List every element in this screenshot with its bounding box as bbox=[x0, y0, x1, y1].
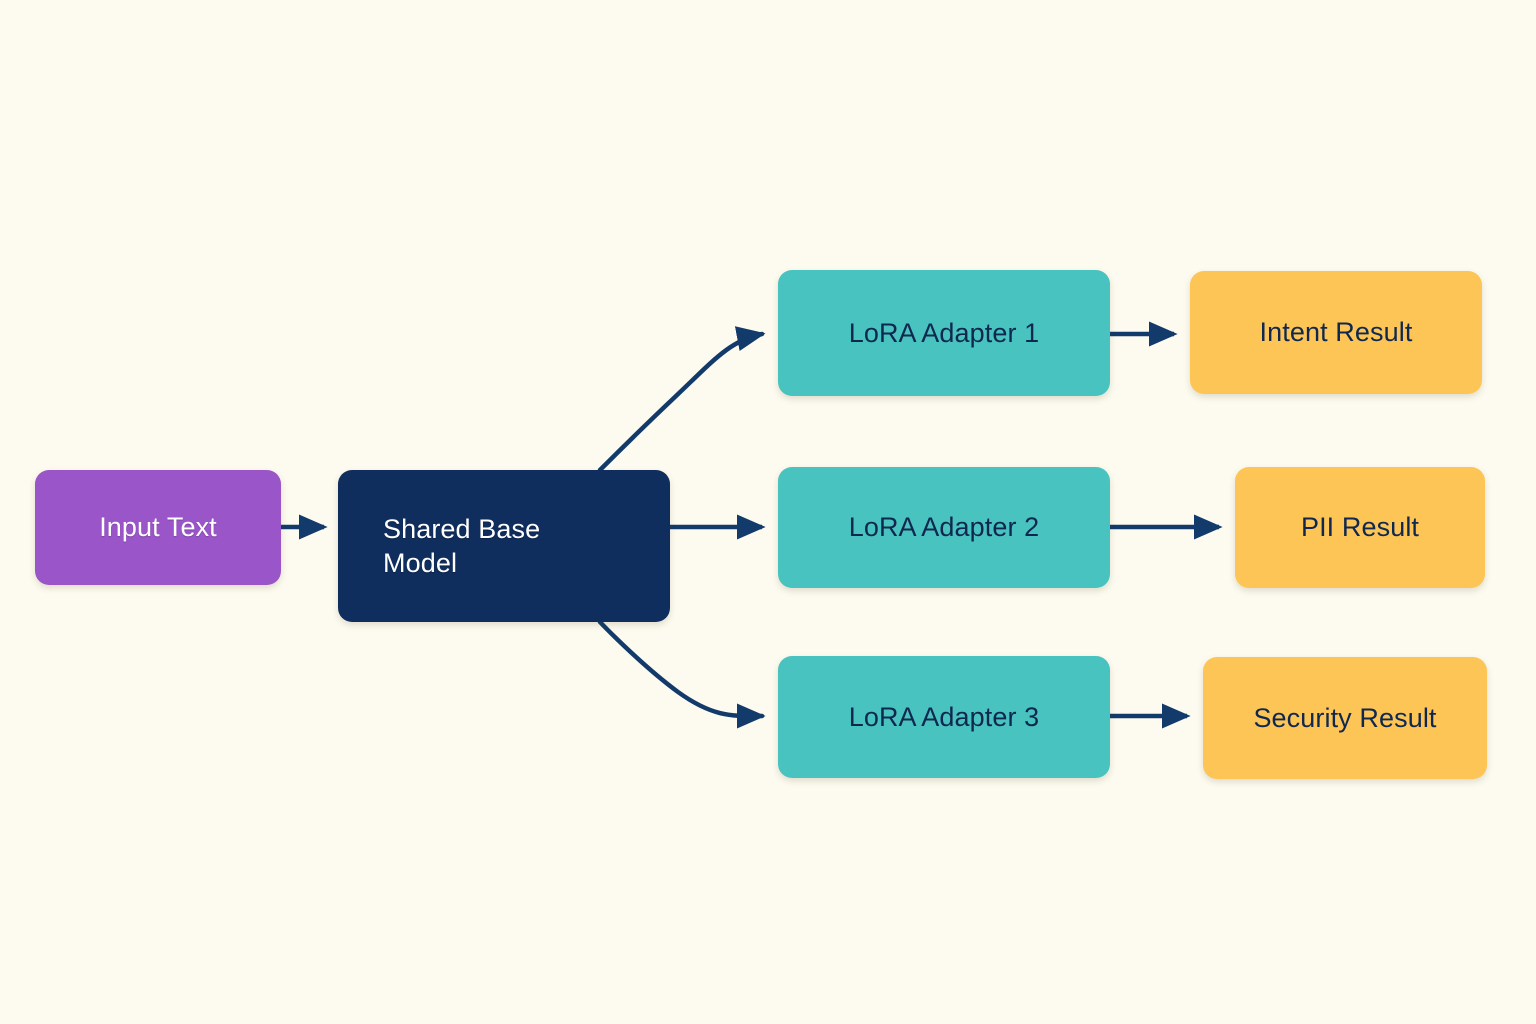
node-lora-adapter-2[interactable]: LoRA Adapter 2 bbox=[778, 467, 1110, 588]
node-input-text[interactable]: Input Text bbox=[35, 470, 281, 585]
node-pii-result-label: PII Result bbox=[1300, 512, 1420, 543]
edge-base-to-adapter-1 bbox=[597, 326, 766, 473]
node-pii-result[interactable]: PII Result bbox=[1235, 467, 1485, 588]
node-shared-base-model-line2: Model bbox=[383, 548, 458, 578]
node-intent-result[interactable]: Intent Result bbox=[1190, 271, 1482, 394]
node-lora-adapter-3[interactable]: LoRA Adapter 3 bbox=[778, 656, 1110, 778]
edge-base-to-adapter-3 bbox=[597, 619, 766, 729]
node-lora-adapter-1[interactable]: LoRA Adapter 1 bbox=[778, 270, 1110, 396]
node-input-text-label: Input Text bbox=[99, 512, 217, 543]
node-lora-adapter-2-label: LoRA Adapter 2 bbox=[848, 512, 1040, 543]
node-security-result[interactable]: Security Result bbox=[1203, 657, 1487, 779]
node-lora-adapter-3-label: LoRA Adapter 3 bbox=[848, 701, 1040, 732]
node-shared-base-model-line1: Shared Base bbox=[383, 513, 541, 544]
node-lora-adapter-1-label: LoRA Adapter 1 bbox=[848, 317, 1040, 348]
node-intent-result-label: Intent Result bbox=[1259, 317, 1413, 348]
node-security-result-label: Security Result bbox=[1253, 702, 1437, 733]
